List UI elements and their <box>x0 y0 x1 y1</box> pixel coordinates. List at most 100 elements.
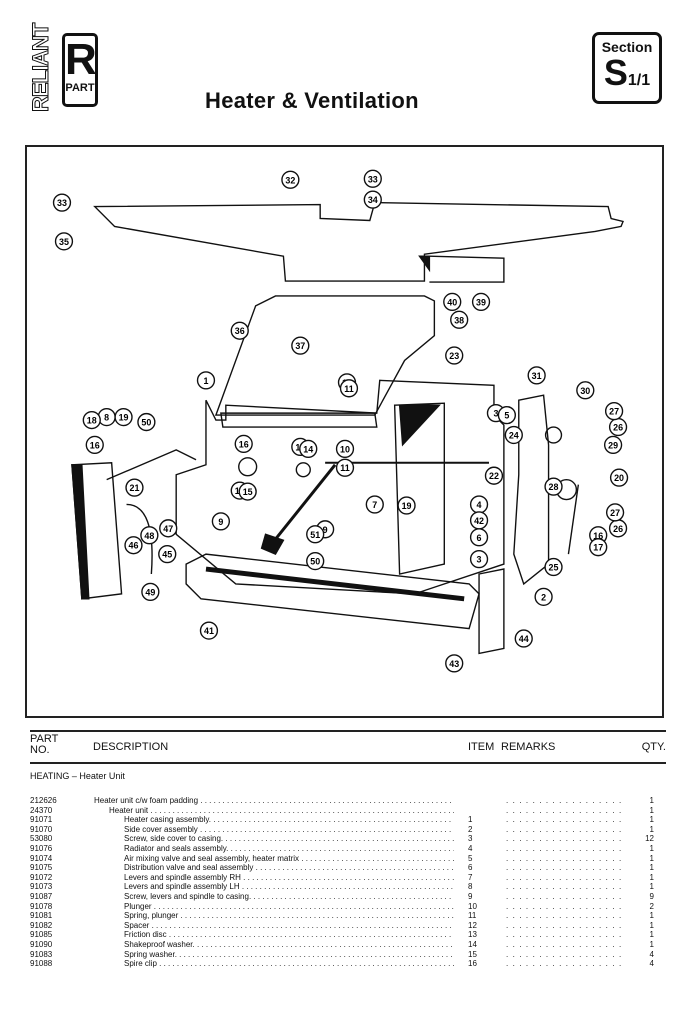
item-number: 14 <box>468 939 477 949</box>
callout-26: 26 <box>608 417 628 437</box>
hood-flange <box>220 412 378 428</box>
item-number: 8 <box>468 882 473 892</box>
callout-number: 17 <box>593 543 603 553</box>
callout-circle <box>471 292 491 312</box>
section-label: Section <box>601 39 653 55</box>
callout-circle <box>534 587 553 606</box>
callout-number: 24 <box>509 430 519 440</box>
part-number: 91085 <box>30 930 53 940</box>
item-number: 15 <box>468 949 477 959</box>
quantity: 9 <box>649 891 654 901</box>
callout-45: 45 <box>158 545 177 564</box>
callout-circle <box>52 193 72 212</box>
callout-circle <box>504 425 523 445</box>
exploded-diagram: 1233456789910101111121314151616161718191… <box>25 145 664 718</box>
quantity: 1 <box>649 920 654 930</box>
callout-number: 30 <box>580 386 590 396</box>
tray-channel <box>205 566 465 602</box>
callout-circle <box>445 654 464 673</box>
callout-circle <box>443 292 462 312</box>
callout-circle <box>54 232 74 251</box>
quantity: 1 <box>649 872 654 882</box>
remarks: . . . . . . . . . . . . . . . . . . . . <box>506 911 626 921</box>
callout-number: 18 <box>87 416 97 426</box>
callout-36: 36 <box>230 321 249 340</box>
section-badge: Section S1/1 <box>592 32 662 104</box>
callout-number: 15 <box>243 487 253 497</box>
callout-number: 27 <box>610 508 620 518</box>
callout-number: 11 <box>344 384 353 394</box>
remarks: . . . . . . . . . . . . . . . . . . . . <box>506 834 626 844</box>
callout-5: 5 <box>497 405 516 425</box>
item-number: 9 <box>468 891 473 901</box>
callout-number: 4 <box>477 500 482 510</box>
callout-11: 11 <box>335 458 355 477</box>
remarks: . . . . . . . . . . . . . . . . . . . . <box>506 930 626 940</box>
part-description: Shakeproof washer. <box>124 940 454 950</box>
friction-disc <box>295 462 311 478</box>
callout-circle <box>576 381 595 400</box>
callout-44: 44 <box>514 629 533 648</box>
callout-number: 8 <box>104 413 109 423</box>
callout-number: 43 <box>449 659 459 669</box>
brand-text: RELIANT <box>28 23 54 112</box>
callout-17: 17 <box>589 538 608 557</box>
callout-15: 15 <box>238 482 257 501</box>
demister-duct <box>93 201 624 282</box>
callout-number: 7 <box>372 500 377 510</box>
callout-circle <box>85 435 104 455</box>
col-item: ITEM <box>468 741 495 753</box>
item-number: 6 <box>468 863 473 873</box>
callout-29: 29 <box>603 435 623 455</box>
callout-49: 49 <box>141 582 160 602</box>
callout-50: 50 <box>137 412 156 432</box>
remarks: . . . . . . . . . . . . . . . . . . . . <box>506 824 626 834</box>
callout-circle <box>339 379 359 398</box>
outlet-flap <box>478 568 505 655</box>
callout-number: 20 <box>614 473 624 483</box>
callout-19: 19 <box>114 407 133 427</box>
callout-38: 38 <box>450 310 469 329</box>
lever-rod <box>274 463 337 541</box>
callout-24: 24 <box>504 425 523 445</box>
callout-9: 9 <box>211 512 231 531</box>
radiator <box>393 402 445 575</box>
callout-16: 16 <box>234 434 253 454</box>
callout-11: 11 <box>339 379 359 398</box>
link-rod <box>567 484 580 555</box>
lever-knob <box>260 533 285 556</box>
part-number: 91073 <box>30 882 53 892</box>
callout-22: 22 <box>484 466 504 485</box>
remarks: . . . . . . . . . . . . . . . . . . . . <box>506 796 626 805</box>
quantity: 1 <box>649 930 654 940</box>
callout-1: 1 <box>196 371 216 390</box>
callout-number: 38 <box>454 315 464 325</box>
logo-sub: PART <box>65 82 95 94</box>
callout-number: 16 <box>90 440 100 450</box>
callout-4: 4 <box>469 495 489 514</box>
callout-number: 19 <box>402 501 412 511</box>
bush-upper <box>544 426 563 444</box>
quantity: 12 <box>645 834 654 844</box>
group-heading: HEATING – Heater Unit <box>30 771 125 781</box>
callout-32: 32 <box>281 170 300 189</box>
section-code: S1/1 <box>595 55 659 99</box>
quantity: 1 <box>649 911 654 921</box>
callout-number: 37 <box>295 341 305 351</box>
part-number: 91088 <box>30 959 53 969</box>
callout-number: 26 <box>613 423 623 433</box>
part-description: Heater casing assembly. <box>124 815 454 825</box>
callout-circle <box>445 346 464 365</box>
brand-wordmark: RELIANT <box>28 23 54 112</box>
col-remarks: REMARKS <box>501 741 556 753</box>
item-number: 4 <box>468 843 473 853</box>
